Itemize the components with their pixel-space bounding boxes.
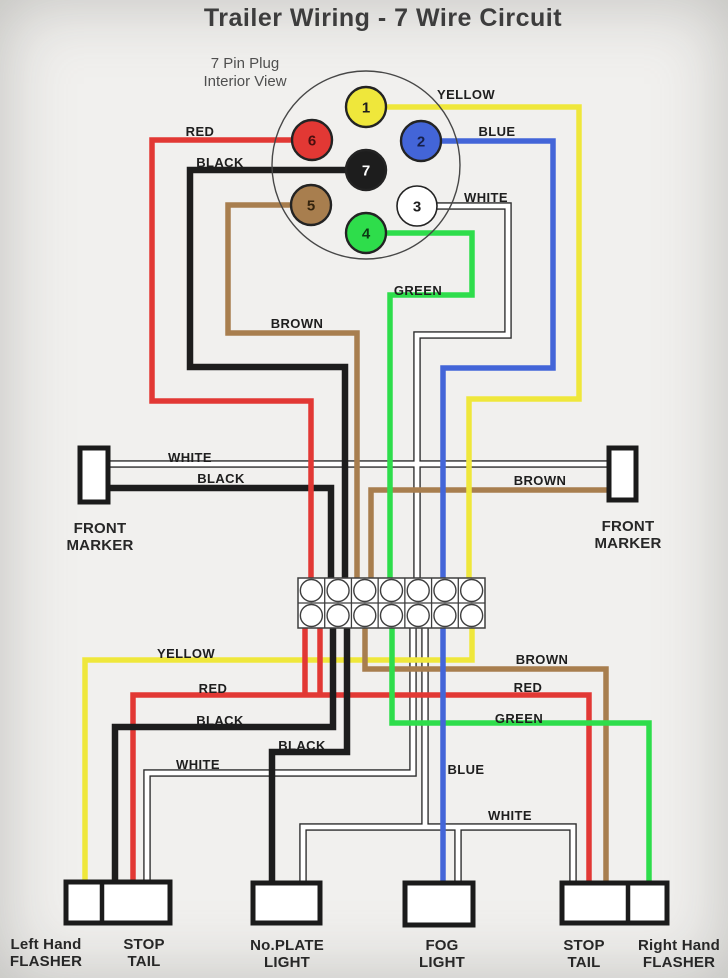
wire-green-right-flasher [389,620,652,890]
pin-3 [396,185,438,227]
wire-green-pin4 [366,230,475,585]
pin-4 [344,211,388,255]
pin-1 [344,85,388,129]
terminal-contact [299,603,324,628]
wire-red-pin6 [149,137,314,585]
wire-label-blue-1: BLUE [478,124,516,139]
pin-7 [344,148,388,192]
terminal-contact [379,578,404,603]
wire-black-left-stoptail [111,620,337,890]
terminal-contact [326,578,350,603]
wire-label-blue-18: BLUE [447,762,485,777]
box-front-marker-right [606,445,639,503]
terminal-contact [406,578,430,603]
pin-1-number: 1 [362,100,370,117]
box-left-flasher-stoptail [63,879,173,926]
wire-label-brown-6: BROWN [270,316,324,331]
wire-brown-right-stoptail [362,620,609,890]
wire-white-lower-run [300,824,576,890]
wire-label-white-7: WHITE [168,450,212,465]
wire-white-pin3 [414,203,511,585]
wire-label-green-5: GREEN [393,283,443,298]
wire-label-green-17: GREEN [494,711,544,726]
box-fog-light [402,880,476,928]
wire-label-black-8: BLACK [197,471,245,486]
box-number-plate-light [250,880,323,926]
wire-label-yellow-10: YELLOW [156,646,216,661]
wire-label-red-11: RED [198,681,228,696]
pin-6 [290,118,334,162]
terminal-contact [433,578,457,603]
wire-white-pin3-outline [413,202,512,585]
terminal-contact [459,603,484,628]
wire-yellow-left-flasher [82,620,475,890]
pin-2 [399,119,443,163]
plug-caption: 7 Pin Plug Interior View [203,55,286,91]
pin-7-number: 7 [362,163,370,180]
pin-3-number: 3 [413,199,421,216]
terminal-contact [406,603,430,628]
page-title: Trailer Wiring - 7 Wire Circuit [203,4,563,32]
wire-label-black-3: BLACK [196,155,244,170]
terminal-contact [379,603,404,628]
wire-brown-pin5 [225,202,360,585]
wire-label-white-4: WHITE [464,190,508,205]
wire-black-pin7 [186,166,366,585]
wire-label-brown-9: BROWN [513,473,567,488]
wire-label-red-2: RED [185,124,215,139]
pin-5 [289,183,333,227]
wire-black-noplate [268,620,351,890]
box-front-marker-left [77,445,111,505]
terminal-contact [459,578,484,603]
pin-2-number: 2 [417,134,425,151]
terminal-contact [326,603,350,628]
wire-label-white-19: WHITE [488,808,532,823]
pin-6-number: 6 [308,133,316,150]
wire-label-white-14: WHITE [176,757,220,772]
wire-red-stoptail-run [130,692,592,890]
terminal-contact [353,578,377,603]
wire-label-black-13: BLACK [278,738,326,753]
box-right-stoptail-flasher [559,880,670,926]
wire-label-yellow-0: YELLOW [436,87,496,102]
wire-yellow-pin1 [366,104,582,585]
wire-label-brown-15: BROWN [515,652,569,667]
wire-brown-front-marker [368,487,612,585]
terminal-contact [433,603,457,628]
terminal-contact [299,578,324,603]
wire-black-front-marker [104,484,335,585]
terminal-contact [353,603,377,628]
wire-blue-pin2 [421,138,556,585]
wire-label-red-16: RED [513,680,543,695]
wire-label-black-12: BLACK [196,713,244,728]
plug-caption-line1: 7 Pin Plug [210,55,280,72]
plug-caption-line2: Interior View [203,73,287,90]
pin-4-number: 4 [362,226,371,243]
pin-5-number: 5 [307,198,315,215]
plug-outline [271,70,461,260]
